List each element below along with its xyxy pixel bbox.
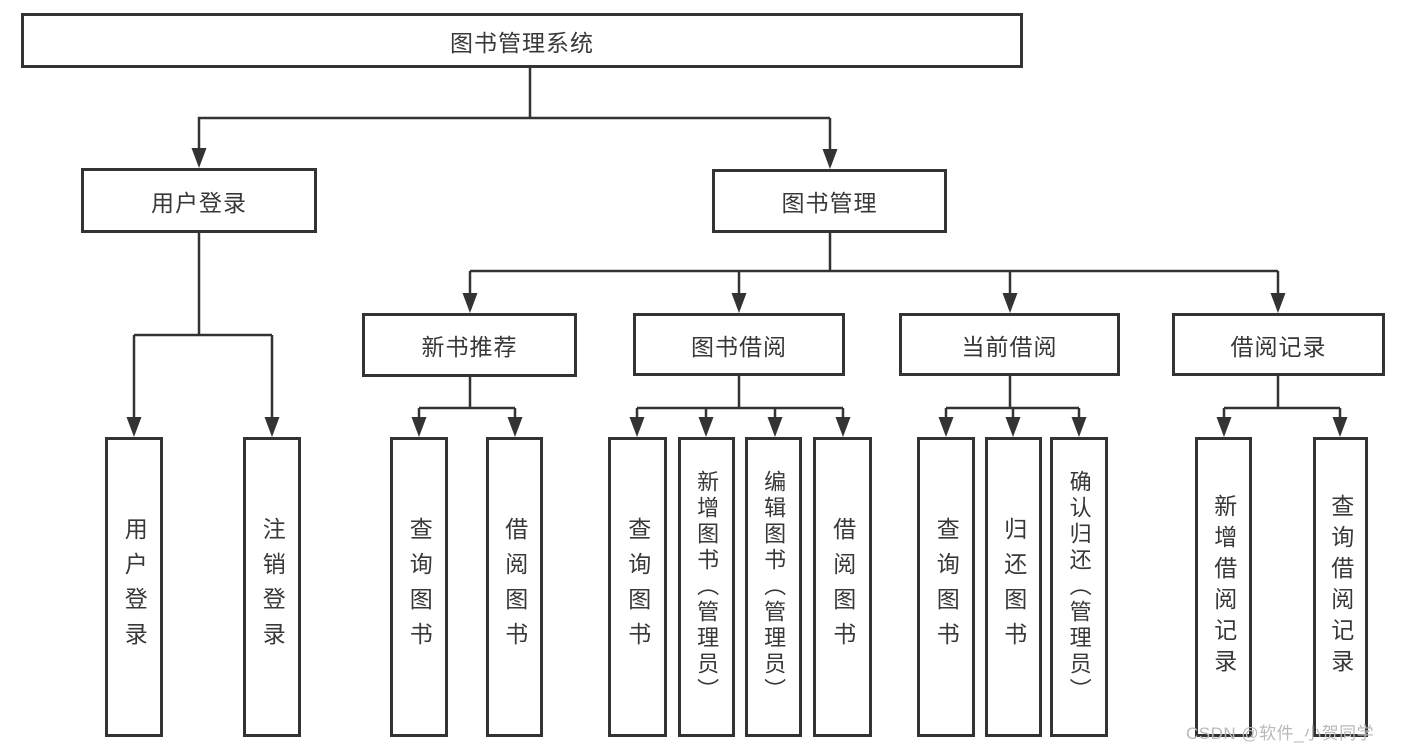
node-borrowing-records: 借阅记录 [1172,313,1385,376]
leaf-add-books-admin: 新增图书（管理员） [678,437,735,737]
node-label: 编辑图书（管理员） [761,470,787,704]
node-label: 新书推荐 [421,334,518,360]
node-current-borrowing: 当前借阅 [899,313,1120,376]
node-user-login: 用户登录 [81,168,317,233]
leaf-edit-books-admin: 编辑图书（管理员） [745,437,802,737]
node-label: 查询图书 [624,517,651,657]
leaf-query-borrow-record: 查询借阅记录 [1313,437,1368,737]
node-library-management-system: 图书管理系统 [21,13,1023,68]
csdn-watermark: CSDN @软件_小贺同学 [1186,724,1375,743]
leaf-query-books-borrow: 查询图书 [608,437,667,737]
leaf-return-books: 归还图书 [985,437,1042,737]
leaf-confirm-return-admin: 确认归还（管理员） [1050,437,1108,737]
node-label: 用户登录 [151,189,247,216]
leaf-borrow-books: 借阅图书 [813,437,872,737]
node-label: 图书借阅 [691,333,787,360]
node-label: 图书管理系统 [450,29,594,56]
node-label: 借阅图书 [829,517,856,657]
node-label: 归还图书 [1000,517,1027,657]
node-label: 新增借阅记录 [1210,494,1237,680]
node-label: 用户登录 [121,517,148,657]
node-label: 借阅记录 [1230,333,1327,360]
leaf-add-borrow-record: 新增借阅记录 [1195,437,1252,737]
node-book-management: 图书管理 [712,169,947,233]
node-label: 查询借阅记录 [1327,494,1354,680]
node-label: 借阅图书 [501,517,528,657]
node-label: 当前借阅 [961,333,1058,360]
node-label: 确认归还（管理员） [1066,470,1092,704]
node-book-borrowing: 图书借阅 [633,313,845,376]
leaf-user-login: 用户登录 [105,437,163,737]
node-new-book-recommend: 新书推荐 [362,313,577,377]
node-label: 新增图书（管理员） [694,470,720,704]
leaf-query-books-current: 查询图书 [917,437,975,737]
leaf-borrow-books-recommend: 借阅图书 [486,437,543,737]
node-label: 查询图书 [933,517,960,657]
node-label: 图书管理 [781,190,878,216]
arrowheads [126,148,1348,437]
node-label: 注销登录 [259,517,286,657]
leaf-logout: 注销登录 [243,437,301,737]
leaf-query-books-recommend: 查询图书 [390,437,448,737]
node-label: 查询图书 [406,517,433,657]
